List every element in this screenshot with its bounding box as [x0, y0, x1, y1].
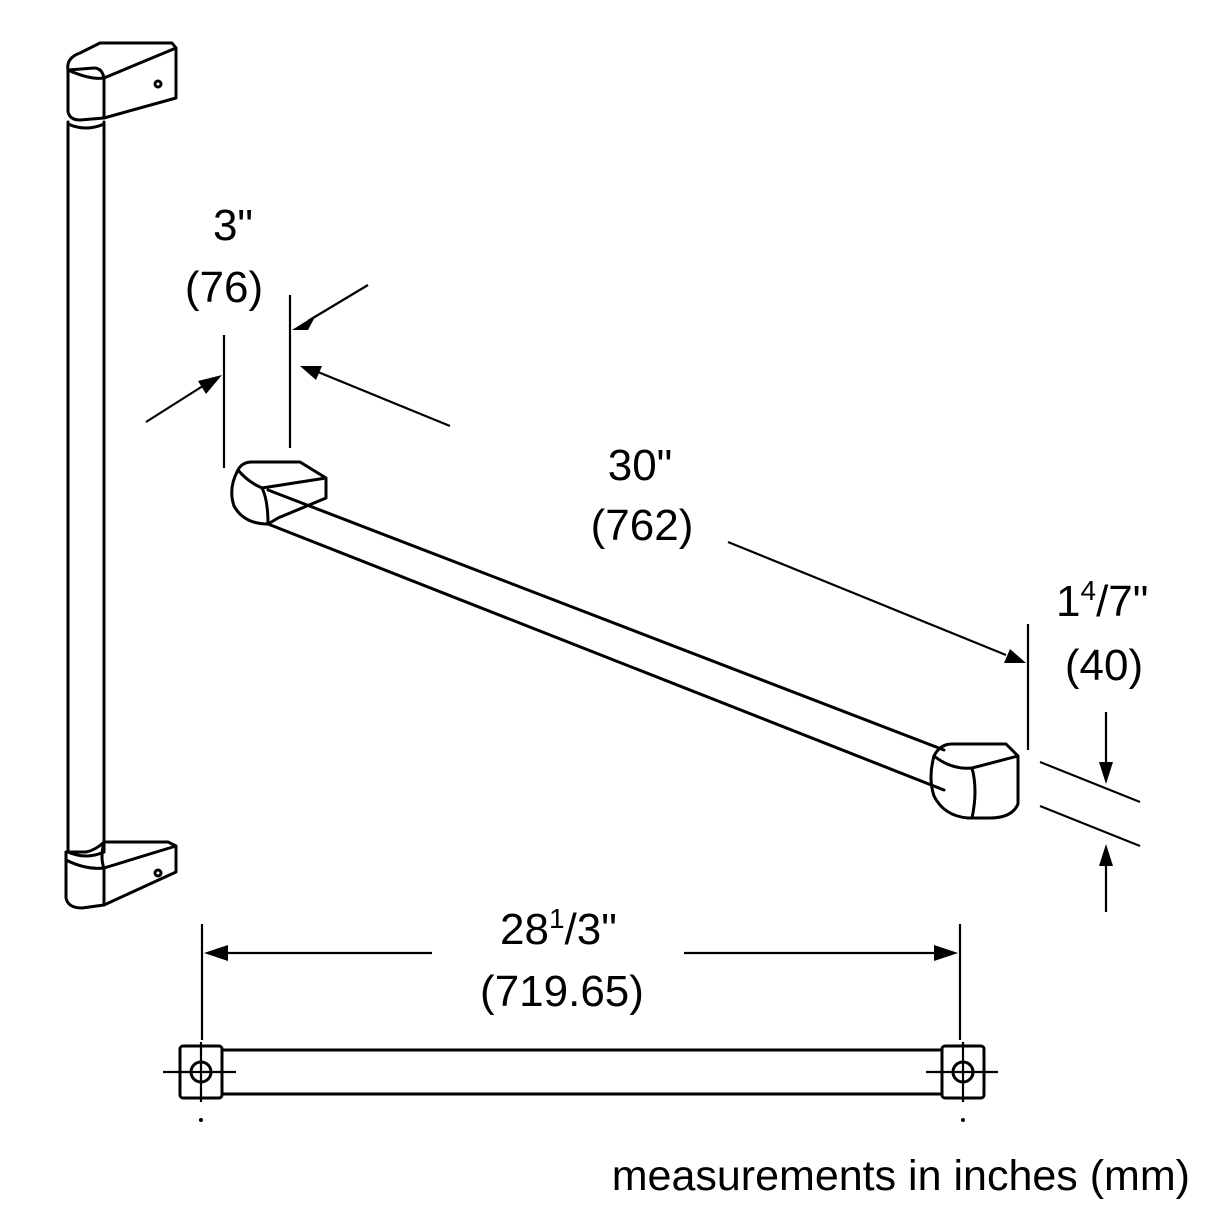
- depth-leader-right: [307, 284, 369, 322]
- length-arrowhead-left: [300, 366, 322, 380]
- depth-inches-label: 3": [213, 201, 253, 250]
- length-dimension: 30" (762): [300, 366, 1030, 750]
- spacing-inches-label: 281/3": [500, 903, 617, 954]
- bottom-mount-block: [64, 840, 178, 910]
- measurement-caption: measurements in inches (mm): [612, 1152, 1190, 1200]
- diameter-dimension: 14/7" (40): [1039, 575, 1148, 912]
- spacing-arrowhead-right: [934, 945, 958, 961]
- right-center-mark-bottom: [961, 1118, 965, 1122]
- diameter-extension-bottom: [1039, 804, 1141, 848]
- left-center-mark-bottom: [199, 1118, 203, 1122]
- diameter-mm-label: (40): [1065, 641, 1143, 690]
- spacing-arrowhead-left: [204, 945, 228, 961]
- top-mount-front: [66, 68, 106, 122]
- length-inches-label: 30": [608, 441, 673, 490]
- depth-leader-left: [145, 383, 207, 423]
- length-line-right: [727, 540, 1007, 657]
- top-view-handle: [163, 1042, 998, 1122]
- bar-bottom-edge: [266, 522, 946, 792]
- bar-top-collar: [66, 122, 106, 130]
- top-mount-edge: [66, 46, 178, 80]
- length-arrowhead-right: [1004, 649, 1026, 663]
- depth-arrowhead-left: [198, 375, 222, 394]
- length-line-left: [317, 370, 451, 428]
- diameter-inches-label: 14/7": [1056, 575, 1148, 626]
- left-end-block: [230, 460, 328, 526]
- diameter-arrowhead-top: [1099, 762, 1113, 784]
- top-view-bar: [220, 1048, 944, 1096]
- diameter-extension-top: [1039, 760, 1141, 804]
- length-mm-label: (762): [591, 501, 694, 550]
- bar-top-edge: [266, 488, 946, 752]
- vertical-handle: [64, 41, 178, 910]
- spacing-mm-label: (719.65): [480, 967, 644, 1016]
- right-end-block: [929, 742, 1020, 820]
- right-end-face: [970, 766, 977, 820]
- top-mount-hole: [153, 79, 163, 89]
- depth-dimension: 3" (76): [145, 201, 369, 468]
- left-end-top-edge: [236, 468, 328, 490]
- bottom-mount-front: [100, 840, 106, 907]
- depth-mm-label: (76): [185, 263, 263, 312]
- left-end-face: [260, 486, 270, 526]
- top-mount-block: [66, 41, 178, 120]
- bottom-mount-edge: [64, 844, 178, 870]
- right-end-top-edge: [932, 754, 1020, 770]
- mount-spacing-dimension: 281/3" (719.65): [200, 903, 962, 1040]
- diagonal-handle: [230, 460, 1020, 820]
- depth-arrowhead-right: [292, 315, 316, 330]
- diameter-arrowhead-bottom: [1099, 844, 1113, 866]
- bottom-mount-hole: [153, 868, 163, 878]
